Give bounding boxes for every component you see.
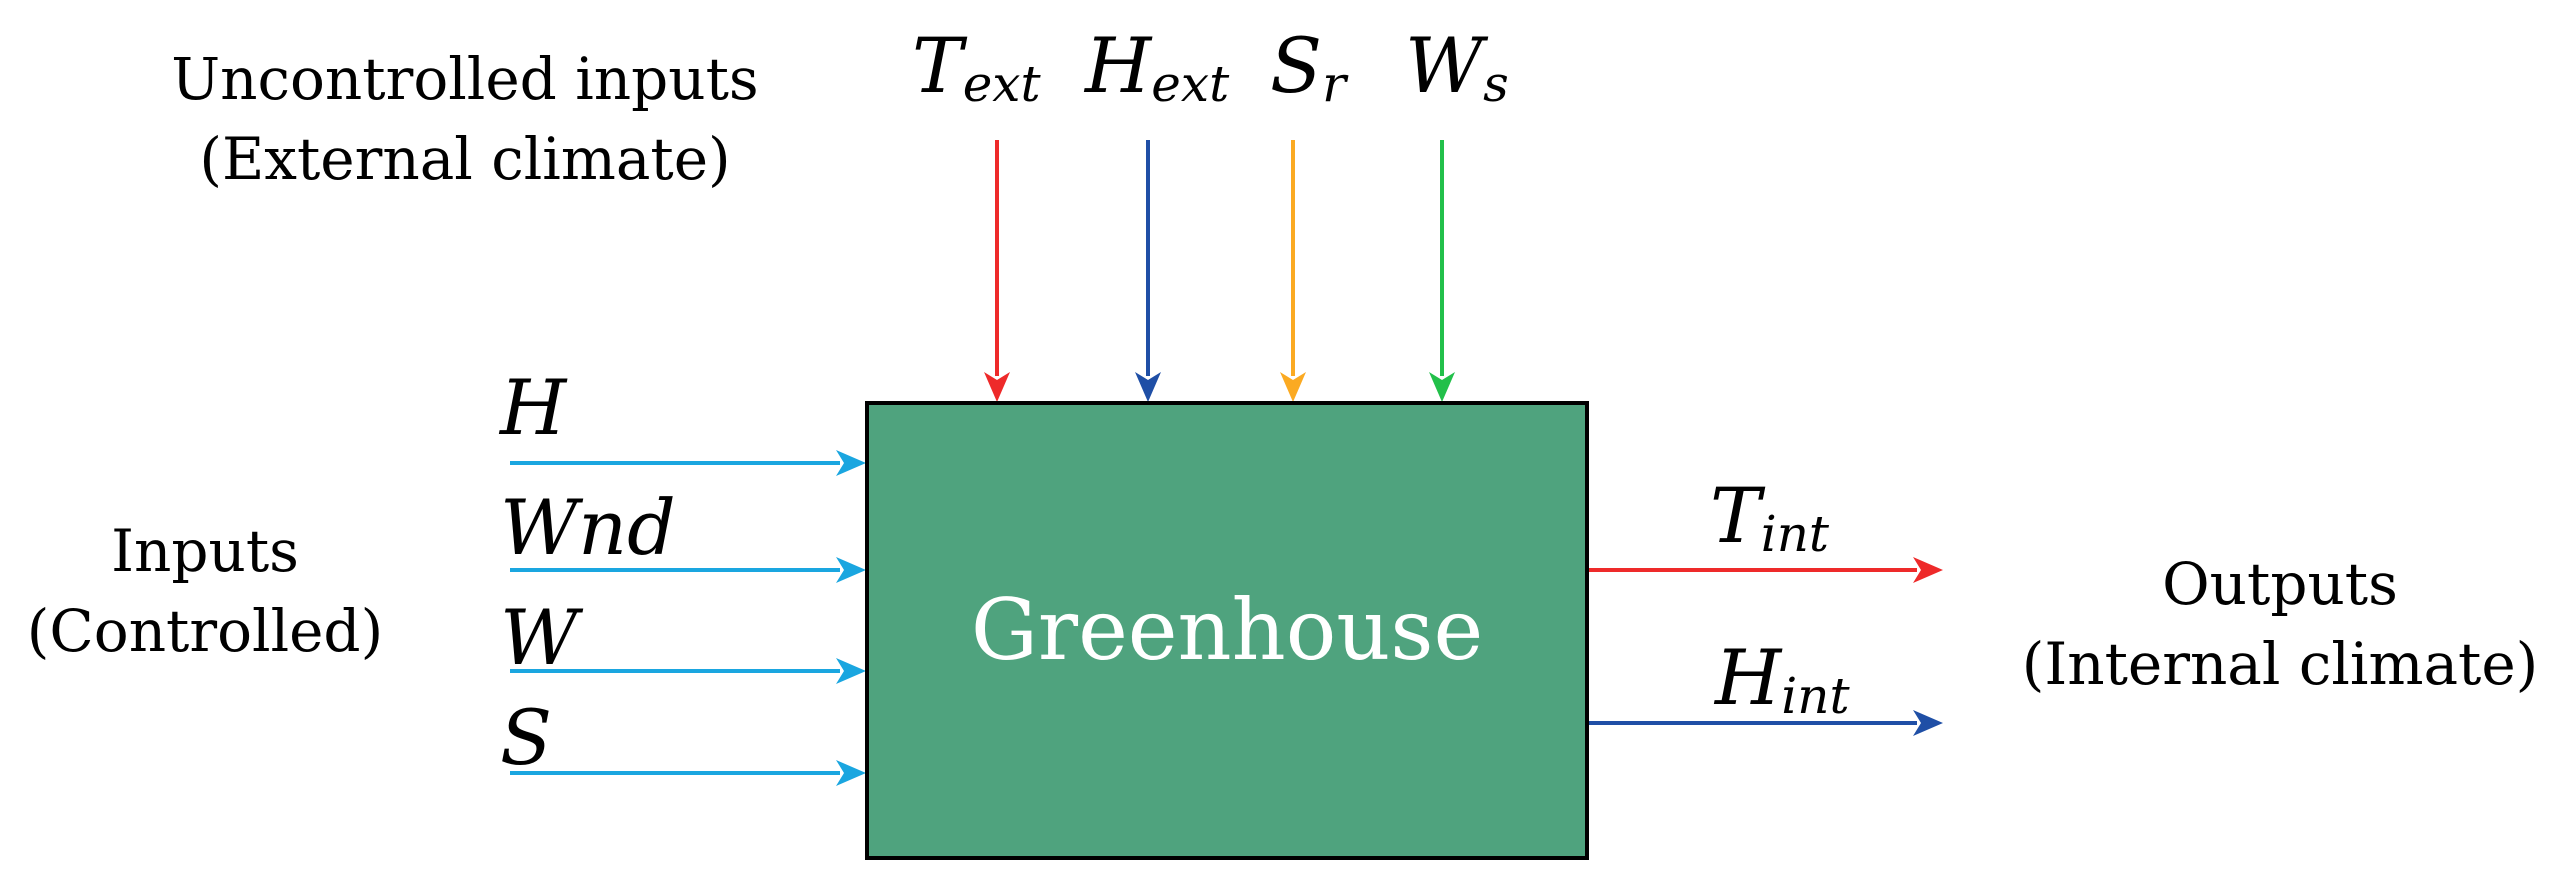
uncontrolled-input-arrow-4	[1429, 140, 1455, 402]
output-arrows	[1588, 557, 1943, 736]
output-arrow-2	[1588, 710, 1943, 736]
uncontrolled-input-arrow-2	[1135, 140, 1161, 402]
input-var-T-ext-symbol: T	[912, 21, 963, 110]
control-var-W: W	[500, 593, 579, 682]
input-var-H-ext-subscript: ext	[1151, 55, 1230, 113]
controlled-input-arrow-2	[510, 557, 866, 583]
output-var-H-int-symbol: H	[1715, 633, 1782, 722]
greenhouse-label: Greenhouse	[970, 581, 1484, 679]
control-var-Wnd: Wnd	[500, 483, 676, 572]
uncontrolled-input-arrows	[984, 140, 1455, 402]
input-var-S-r-subscript: r	[1322, 55, 1346, 113]
control-var-H: H	[500, 363, 567, 452]
controlled-input-arrows	[510, 450, 866, 786]
outputs-subtitle: (Internal climate)	[2021, 630, 2539, 698]
output-var-T-int-subscript: int	[1760, 505, 1829, 563]
uncontrolled-input-arrow-3	[1280, 140, 1306, 402]
output-var-H-int-subscript: int	[1781, 667, 1850, 725]
greenhouse-box	[865, 401, 1589, 860]
outputs-label: Outputs (Internal climate)	[2000, 555, 2560, 693]
input-var-H-ext: Hext	[1085, 28, 1229, 110]
uncontrolled-inputs-subtitle: (External climate)	[199, 125, 731, 193]
outputs-title: Outputs	[2162, 550, 2398, 618]
output-var-H-int: Hint	[1715, 640, 1850, 722]
output-var-T-int-symbol: T	[1710, 471, 1761, 560]
controlled-inputs-subtitle: (Controlled)	[26, 597, 384, 665]
controlled-input-arrow-4	[510, 760, 866, 786]
input-var-S-r: Sr	[1270, 28, 1346, 110]
controlled-inputs-label: Inputs (Controlled)	[0, 522, 410, 660]
control-var-S: S	[500, 693, 553, 782]
input-var-T-ext: Text	[912, 28, 1041, 110]
input-var-S-r-symbol: S	[1270, 21, 1323, 110]
uncontrolled-input-arrow-1	[984, 140, 1010, 402]
input-var-W-s-symbol: W	[1405, 21, 1484, 110]
controlled-input-arrow-1	[510, 450, 866, 476]
uncontrolled-inputs-label: Uncontrolled inputs (External climate)	[145, 50, 785, 188]
input-var-W-s-subscript: s	[1483, 55, 1509, 113]
controlled-inputs-title: Inputs	[111, 517, 299, 585]
uncontrolled-inputs-title: Uncontrolled inputs	[171, 45, 759, 113]
output-var-T-int: Tint	[1710, 478, 1829, 560]
input-var-W-s: Ws	[1405, 28, 1509, 110]
output-arrow-1	[1588, 557, 1943, 583]
input-var-H-ext-symbol: H	[1085, 21, 1152, 110]
input-var-T-ext-subscript: ext	[962, 55, 1041, 113]
controlled-input-arrow-3	[510, 658, 866, 684]
